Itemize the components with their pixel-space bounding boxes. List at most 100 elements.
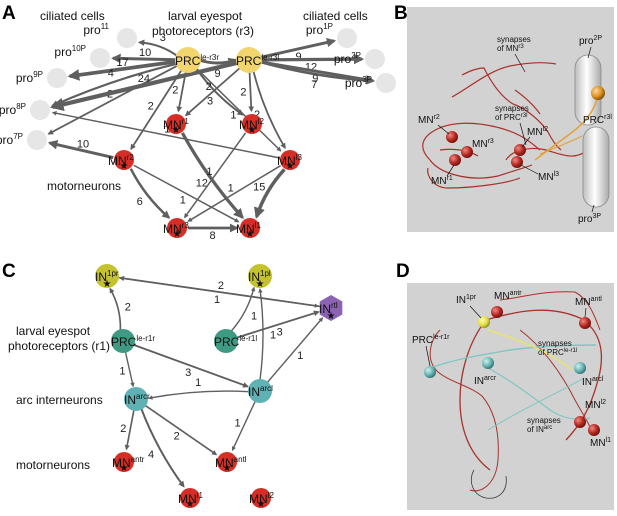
edge-PRCl-pro1P <box>259 37 337 60</box>
b-syn-mn-sup: r3 <box>518 44 524 50</box>
node-label: MNr2 <box>108 153 134 168</box>
node-label-sup: rtl <box>331 301 338 310</box>
node-c-PRCl: PRCle-r1l <box>214 329 257 353</box>
d-mnantl: MN <box>575 297 591 308</box>
d-prc: PRC <box>412 335 433 346</box>
edge-PRCl-pro2P <box>259 54 365 65</box>
node-label-sup: r2 <box>127 153 135 162</box>
d-syn-in-base: synapses <box>527 416 561 425</box>
node-a-pro8P: pro8P <box>0 100 50 120</box>
edge-INarcr-MNantl <box>144 404 218 456</box>
edge-MNl2-MNr3 <box>183 132 247 219</box>
b-mnr1: MN <box>431 176 447 187</box>
node-label-sup: antl <box>234 455 247 464</box>
node-label-sup: antr <box>131 455 145 464</box>
edge-weight-IN1pr-INrtl: 1 <box>214 294 220 306</box>
edge-PRCl-pro8P <box>50 60 239 112</box>
panel-a: A ciliated cells larval eyespot photorec… <box>0 3 396 242</box>
node-label-sup: l2 <box>268 491 275 500</box>
edge-weight-PRCl-pro3P: 9 <box>312 73 318 85</box>
node-star: ★ <box>248 125 257 136</box>
b-prc: PRC <box>583 115 604 126</box>
b-mnr3-label: MNr3 <box>472 138 494 150</box>
node-label-base: IN <box>95 270 107 284</box>
node-shape <box>95 264 119 288</box>
node-shape <box>124 387 148 411</box>
b-pro2p-label: pro2P <box>579 35 602 47</box>
node-shape <box>30 100 50 120</box>
node-c-PRCr: PRCle-r1r <box>111 329 155 353</box>
node-label-sup: 1pr <box>107 269 119 278</box>
node-c-MNantl: ★MNantl <box>215 452 247 474</box>
b-mnr3: MN <box>472 139 488 150</box>
node-shape <box>242 114 262 134</box>
node-a-pro7P: pro7P <box>0 130 47 150</box>
b-mnr2-label: MNr2 <box>418 114 440 126</box>
edge-weight-PRCr-INarcl: 3 <box>185 367 191 379</box>
node-label-base: MN <box>249 492 268 506</box>
edge-PRCl-MNr1 <box>184 66 242 117</box>
d-syn-in-of: of IN <box>527 425 544 434</box>
d-prc-label: PRCle-r1r <box>412 334 450 346</box>
node-a-pro2P: pro2P <box>334 49 385 69</box>
node-shape <box>376 73 396 93</box>
node-label-base: IN <box>124 393 136 407</box>
node-label-base: pro <box>334 52 352 66</box>
node-label: pro1P <box>306 22 333 37</box>
node-label-base: MN <box>178 492 197 506</box>
node-a-MNl2: ★MNl2 <box>239 114 264 136</box>
edge-weight-PRCr-pro8P: 4 <box>108 67 114 79</box>
edge-INarcr-MNl1 <box>140 408 185 488</box>
node-label-sup: r1 <box>182 117 190 126</box>
edge-weight-PRCl-pro1P: 9 <box>295 51 301 63</box>
d-syn-in-label: of INarc <box>527 425 552 434</box>
node-label-sup: l1 <box>197 491 204 500</box>
edge-weight-PRCr-pro9P: 17 <box>116 57 128 69</box>
node-label: PRCle-r1l <box>214 334 257 349</box>
d-prc-sup: le-r1r <box>433 334 450 341</box>
node-shape <box>111 329 135 353</box>
node-star: ★ <box>103 279 112 290</box>
node-shape <box>248 379 272 403</box>
node-shape <box>117 28 137 48</box>
node-label-sup: 8P <box>16 102 26 111</box>
b-mnl2-sup: l2 <box>543 126 549 133</box>
node-label-base: pro <box>345 76 363 90</box>
node-label-base: MN <box>108 154 127 168</box>
b-mnr1-label: MNr1 <box>431 175 453 187</box>
panel-d-labels: IN1pr MNantr MNantl PRCle-r1r synapses o… <box>412 290 611 449</box>
node-label: pro7P <box>0 132 23 147</box>
ciliated-cells-left-title: ciliated cells <box>40 9 105 23</box>
edge-weight-INarcl-INrtl: 1 <box>297 350 303 362</box>
node-star: ★ <box>172 125 181 136</box>
d-mnantl-sup: antl <box>591 296 603 303</box>
motorneurons-title-c: motorneurons <box>16 458 90 472</box>
edge-weight-MNl3-MNr3: 1 <box>228 182 234 194</box>
node-star: ★ <box>256 279 265 290</box>
d-mnl1-sup: l1 <box>606 437 612 444</box>
node-c-INarcl: INarcl <box>248 379 273 403</box>
edge-MNr2-MNr3 <box>129 168 171 219</box>
node-a-pro1P: pro1P <box>306 22 357 48</box>
node-c-INrtl: ★INrtl <box>319 295 343 322</box>
node-label-base: PRC <box>111 335 137 349</box>
node-a-MNr2: ★MNr2 <box>108 150 134 172</box>
node-shape <box>27 130 47 150</box>
d-mnantr: MN <box>494 291 510 302</box>
d-in1pr-sup: 1pr <box>466 294 477 301</box>
edge-MNr1-MNl1 <box>180 132 244 219</box>
edge-PRCr-MNl3 <box>195 67 282 152</box>
edge-weight-MNr2-MNr3: 6 <box>137 196 143 208</box>
b-mnl2: MN <box>527 127 543 138</box>
edge-weight-MNl2-MNr3: 1 <box>206 166 212 178</box>
d-mnl1: MN <box>590 438 606 449</box>
node-label-base: MN <box>236 222 255 236</box>
node-shape <box>319 295 343 321</box>
edge-weight-INarcr-MNl1: 4 <box>148 449 154 461</box>
node-label: MNl2 <box>239 117 264 132</box>
d-inarcl: IN <box>582 377 592 388</box>
panel-d-somata <box>424 306 600 436</box>
d-syn-prc-label: of PRCle-r1l <box>538 348 577 357</box>
